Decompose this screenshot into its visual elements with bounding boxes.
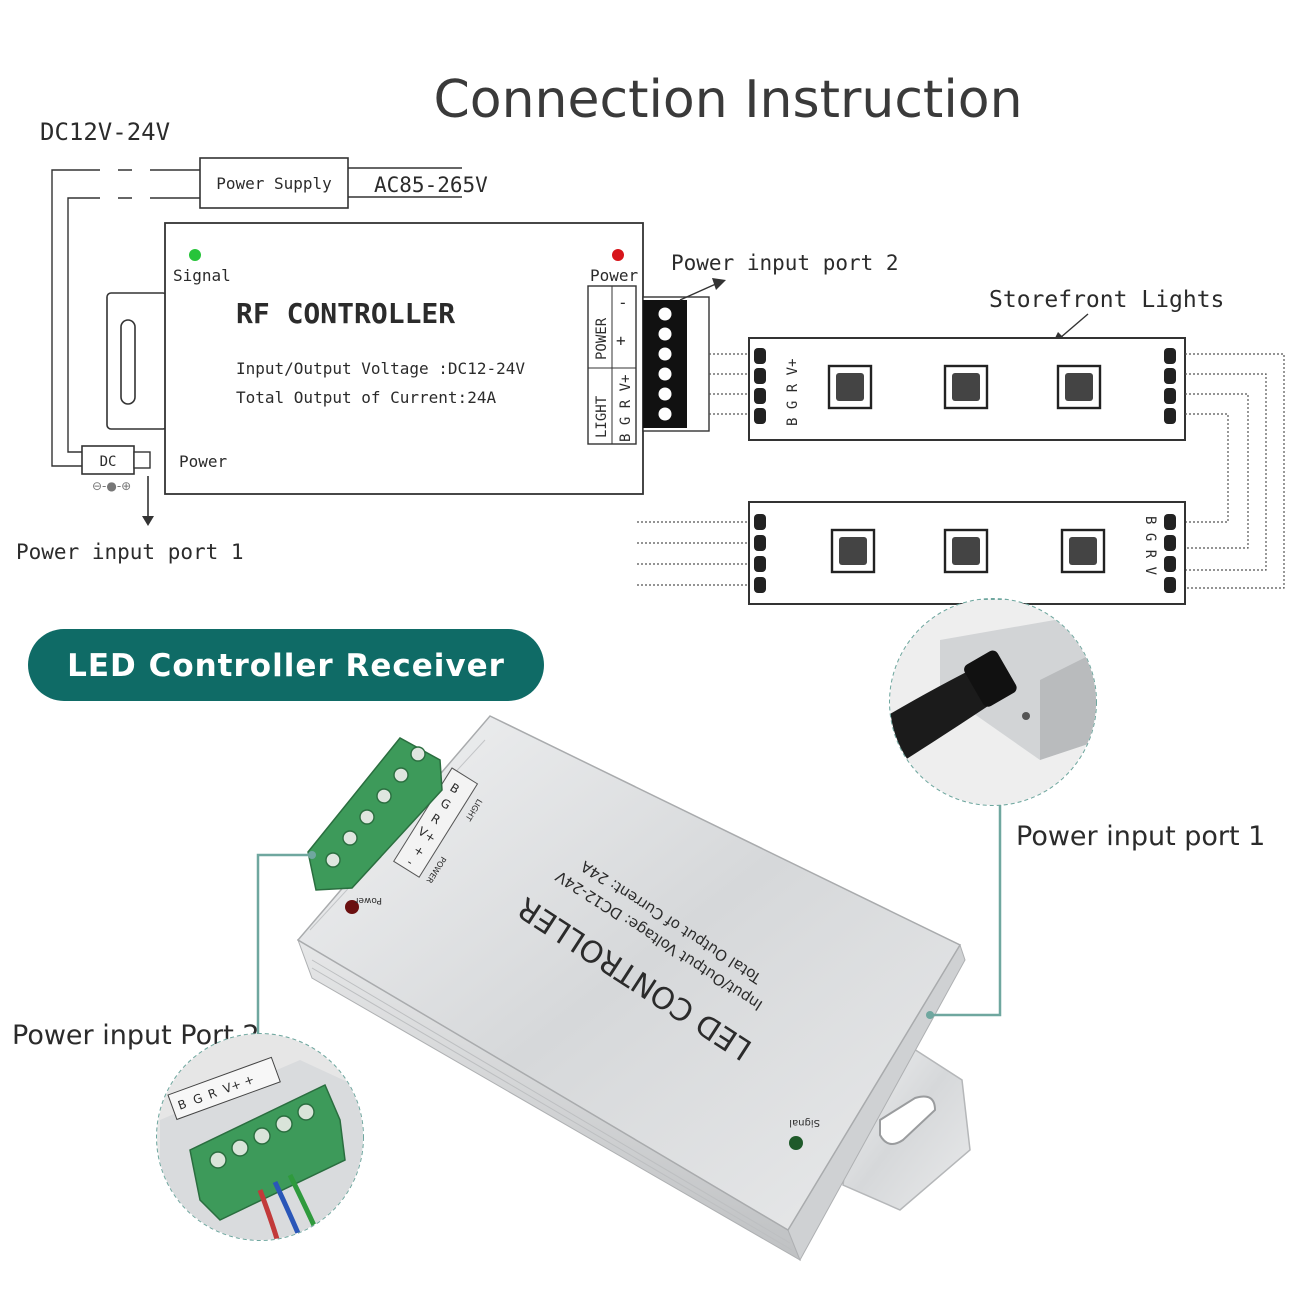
power-led-icon xyxy=(612,249,624,261)
device-terminal-block xyxy=(307,737,443,891)
callout-line-port2 xyxy=(256,853,312,1034)
badge-label: LED Controller Receiver xyxy=(67,648,505,684)
device-signal-led-label: Signal xyxy=(789,1117,820,1128)
rf-controller: Signal Power RF CONTROLLER Input/Output … xyxy=(164,222,644,495)
dc-voltage-label: DC12V-24V xyxy=(40,118,170,146)
callout-dc-input xyxy=(889,598,1097,806)
terminal-light-group: LIGHT xyxy=(594,395,610,438)
power-supply-label: Power Supply xyxy=(216,174,332,193)
port1-label: Power input port 1 xyxy=(16,540,244,564)
signal-label: Signal xyxy=(173,266,231,285)
arrow-down-icon xyxy=(142,516,154,526)
ac-voltage-label: AC85-265V xyxy=(374,173,488,197)
port1-callout: Power input port 1 xyxy=(1016,821,1265,852)
svg-text:⊖-●-⊕: ⊖-●-⊕ xyxy=(92,479,131,493)
strip1-pins: B G R V+ xyxy=(785,359,801,426)
led-controller-receiver-badge: LED Controller Receiver xyxy=(28,629,544,701)
storefront-lights-label: Storefront Lights xyxy=(989,287,1224,313)
led-strip-1: B G R V+ xyxy=(748,337,1186,441)
device-minus: - xyxy=(404,855,415,869)
svg-text:G: G xyxy=(191,1091,205,1107)
controller-name: RF CONTROLLER xyxy=(236,297,455,330)
port2-label: Power input port 2 xyxy=(671,251,899,275)
controller-power-label: Power xyxy=(179,452,228,471)
terminal-pins: B G R V+ xyxy=(618,375,634,442)
terminal-label-block: POWER - + LIGHT B G R V+ xyxy=(587,285,637,445)
controller-spec-current: Total Output of Current:24A xyxy=(236,388,496,407)
page-title: Connection Instruction xyxy=(433,70,1022,130)
controller-mount-ear xyxy=(106,292,168,430)
terminal-plus: + xyxy=(616,331,626,350)
strip-wires-1 xyxy=(709,353,752,415)
device-signal-led-icon xyxy=(789,1136,803,1150)
dc-jack: DC ⊖-●-⊕ xyxy=(81,445,154,526)
strip-interconnect xyxy=(637,353,1285,589)
dc-jack-label: DC xyxy=(100,454,117,470)
device-power-led-icon xyxy=(345,900,359,914)
power-supply-box: Power Supply xyxy=(199,157,349,209)
callout-line-port1 xyxy=(930,805,1002,1017)
svg-text:V+: V+ xyxy=(221,1077,243,1096)
controller-spec-voltage: Input/Output Voltage :DC12-24V xyxy=(236,359,525,378)
terminal-block xyxy=(642,296,710,432)
dc-wires xyxy=(51,169,200,467)
strip2-pins: B G R V xyxy=(1142,516,1158,576)
power-led-label: Power xyxy=(590,266,639,285)
led-strip-2: B G R V xyxy=(748,501,1186,605)
terminal-power-group: POWER xyxy=(594,317,610,360)
device-power-led-label: Power xyxy=(354,895,382,905)
svg-text:+: + xyxy=(242,1072,256,1089)
terminal-minus: - xyxy=(618,293,628,312)
signal-led-icon xyxy=(189,249,201,261)
arrow-icon xyxy=(712,278,726,290)
callout-terminal: B G R V+ + xyxy=(156,1033,364,1241)
